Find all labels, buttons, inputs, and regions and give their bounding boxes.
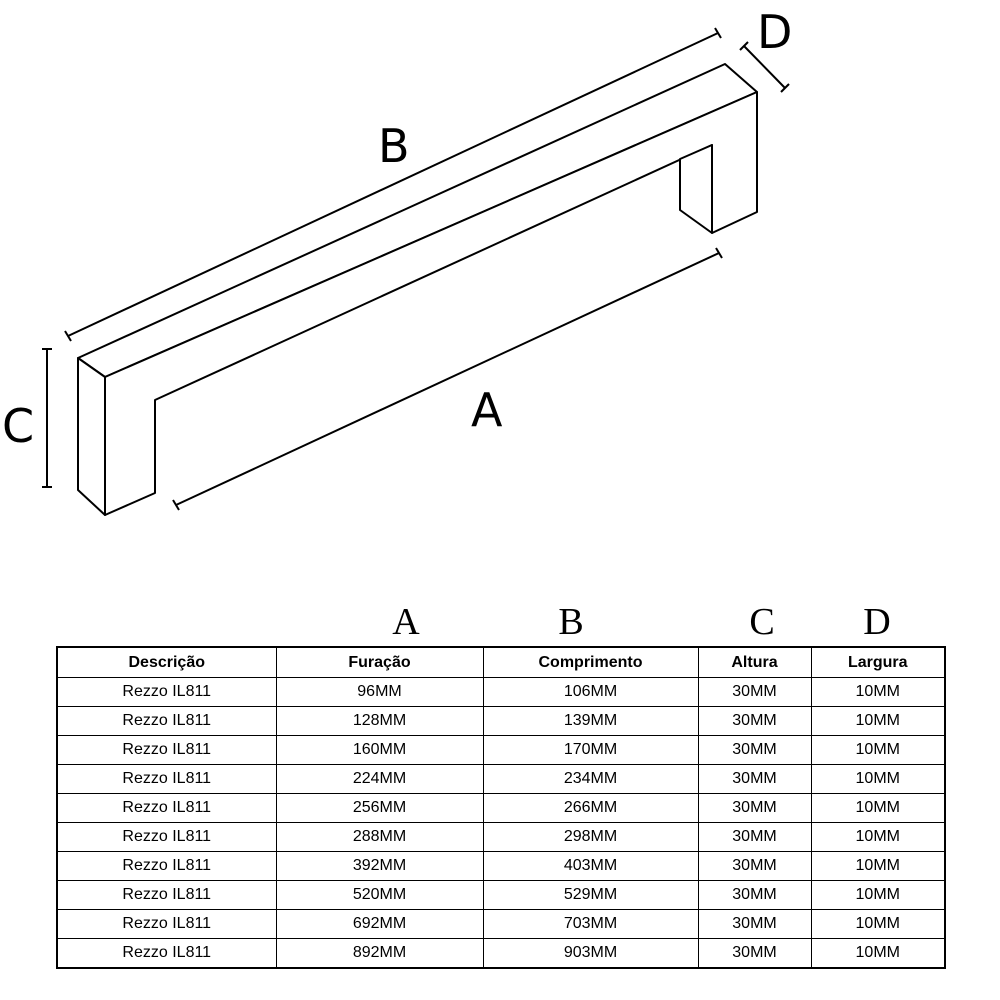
cell-furacao: 392MM	[275, 851, 484, 881]
cell-comprimento: 403MM	[482, 851, 699, 881]
cell-altura: 30MM	[697, 822, 812, 852]
cell-comprimento: 139MM	[482, 706, 699, 736]
cell-largura: 10MM	[810, 851, 946, 881]
cell-largura: 10MM	[810, 677, 946, 707]
cell-comprimento: 703MM	[482, 909, 699, 939]
dimensions-table: Descrição Furação Comprimento Altura Lar…	[56, 646, 946, 969]
column-letter-d: D	[863, 601, 891, 643]
cell-altura: 30MM	[697, 909, 812, 939]
cell-altura: 30MM	[697, 706, 812, 736]
cell-descricao: Rezzo IL811	[56, 764, 277, 794]
cell-altura: 30MM	[697, 735, 812, 765]
header-altura: Altura	[697, 646, 812, 678]
cell-comprimento: 106MM	[482, 677, 699, 707]
cell-furacao: 96MM	[275, 677, 484, 707]
cell-comprimento: 170MM	[482, 735, 699, 765]
cell-furacao: 256MM	[275, 793, 484, 823]
cell-altura: 30MM	[697, 938, 812, 969]
cell-furacao: 892MM	[275, 938, 484, 969]
cell-furacao: 128MM	[275, 706, 484, 736]
cell-descricao: Rezzo IL811	[56, 735, 277, 765]
label-c: C	[2, 399, 34, 453]
header-descricao: Descrição	[56, 646, 277, 678]
column-letter-a: A	[392, 601, 420, 643]
header-furacao: Furação	[275, 646, 484, 678]
cell-furacao: 160MM	[275, 735, 484, 765]
dimension-d-line	[743, 45, 786, 89]
column-letter-c: C	[749, 601, 775, 643]
handle-outline	[77, 63, 758, 516]
dimension-lines	[42, 27, 790, 511]
dimension-a-line	[175, 252, 720, 506]
cell-furacao: 692MM	[275, 909, 484, 939]
cell-descricao: Rezzo IL811	[56, 909, 277, 939]
column-letter-b: B	[558, 601, 584, 643]
cell-descricao: Rezzo IL811	[56, 793, 277, 823]
cell-altura: 30MM	[697, 851, 812, 881]
cell-furacao: 520MM	[275, 880, 484, 910]
label-d: D	[757, 5, 792, 59]
cell-descricao: Rezzo IL811	[56, 851, 277, 881]
cell-comprimento: 234MM	[482, 764, 699, 794]
cell-comprimento: 298MM	[482, 822, 699, 852]
cell-altura: 30MM	[697, 880, 812, 910]
cell-largura: 10MM	[810, 764, 946, 794]
cell-largura: 10MM	[810, 735, 946, 765]
cell-altura: 30MM	[697, 677, 812, 707]
cell-altura: 30MM	[697, 793, 812, 823]
label-b: B	[378, 119, 410, 173]
cell-largura: 10MM	[810, 909, 946, 939]
cell-comprimento: 529MM	[482, 880, 699, 910]
cell-largura: 10MM	[810, 822, 946, 852]
cell-descricao: Rezzo IL811	[56, 880, 277, 910]
header-largura: Largura	[810, 646, 946, 678]
cell-descricao: Rezzo IL811	[56, 706, 277, 736]
cell-descricao: Rezzo IL811	[56, 822, 277, 852]
cell-furacao: 288MM	[275, 822, 484, 852]
cell-largura: 10MM	[810, 793, 946, 823]
label-a: A	[471, 383, 503, 437]
handle-diagram: B A C D	[2, 5, 792, 516]
cell-furacao: 224MM	[275, 764, 484, 794]
header-comprimento: Comprimento	[482, 646, 699, 678]
cell-largura: 10MM	[810, 880, 946, 910]
dimension-b-line	[67, 32, 719, 337]
table-header-row: Descrição Furação Comprimento Altura Lar…	[56, 646, 946, 678]
cell-altura: 30MM	[697, 764, 812, 794]
cell-largura: 10MM	[810, 706, 946, 736]
cell-comprimento: 903MM	[482, 938, 699, 969]
cell-descricao: Rezzo IL811	[56, 677, 277, 707]
cell-comprimento: 266MM	[482, 793, 699, 823]
cell-descricao: Rezzo IL811	[56, 938, 277, 969]
cell-largura: 10MM	[810, 938, 946, 969]
